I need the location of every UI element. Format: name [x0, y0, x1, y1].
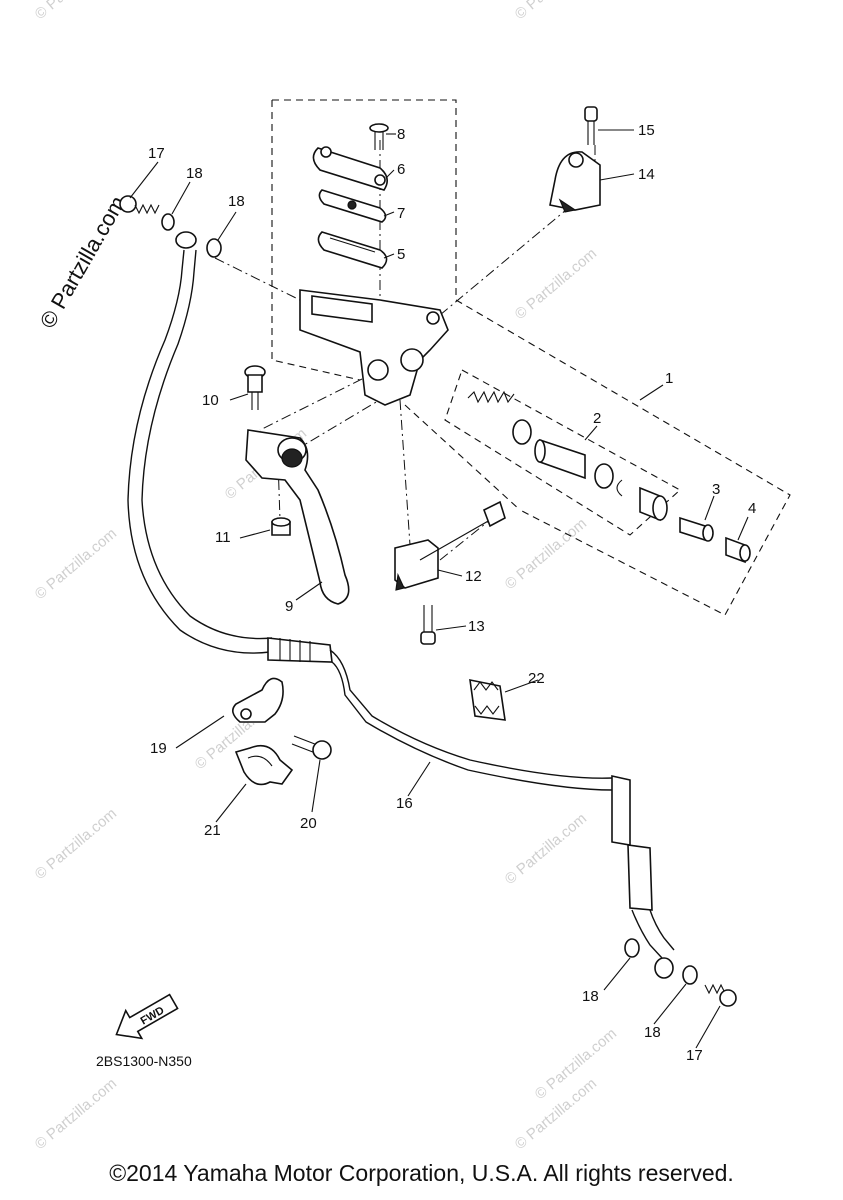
callout-4: 4	[748, 500, 756, 517]
copyright-notice: ©2014 Yamaha Motor Corporation, U.S.A. A…	[109, 1160, 734, 1186]
diagram-code: 2BS1300-N350	[96, 1053, 192, 1069]
callout-1: 1	[665, 370, 673, 387]
callout-14: 14	[638, 166, 655, 183]
part-8-screw	[369, 123, 389, 150]
callout-16: 16	[396, 795, 413, 812]
callout-19: 19	[150, 740, 167, 757]
part-1-master-cylinder	[299, 289, 449, 406]
watermark: © Partzilla.com	[512, 245, 600, 323]
part-11-nut	[271, 517, 291, 536]
part-22-clip	[469, 678, 506, 721]
callout-18-bottom-b: 18	[644, 1024, 661, 1041]
callout-22: 22	[528, 670, 545, 687]
callout-7: 7	[397, 205, 405, 222]
part-13-screw	[420, 605, 436, 645]
part-17-banjo-bolt-bottom	[704, 983, 737, 1007]
part-20-bolt	[291, 735, 332, 760]
part-18-washer-top	[161, 213, 222, 258]
part-19-clamp	[232, 677, 284, 723]
watermark: © Partzilla.com	[502, 810, 590, 888]
callout-3: 3	[712, 481, 720, 498]
watermark-main: © Partzilla.com	[35, 192, 131, 333]
callout-leaders	[129, 129, 749, 1049]
part-4-boot	[725, 536, 751, 564]
callout-18-top-b: 18	[228, 193, 245, 210]
part-15-bolt	[584, 106, 598, 145]
part-5-diaphragm	[317, 231, 388, 269]
watermark: © Partzilla.com	[502, 515, 590, 593]
watermark: © Partzilla.com	[32, 805, 120, 883]
part-3-push-rod	[679, 516, 714, 542]
callout-21: 21	[204, 822, 221, 839]
callout-18-bottom-a: 18	[582, 988, 599, 1005]
part-7-plate	[318, 189, 387, 223]
callout-20: 20	[300, 815, 317, 832]
watermark: © Partzilla.com	[32, 525, 120, 603]
callout-15: 15	[638, 122, 655, 139]
callout-9: 9	[285, 598, 293, 615]
callout-12: 12	[465, 568, 482, 585]
part-9-lever	[245, 429, 350, 605]
part-12-switch	[394, 500, 506, 591]
part-14-clamp	[549, 151, 601, 213]
callout-17-bottom: 17	[686, 1047, 703, 1064]
callout-2: 2	[593, 410, 601, 427]
callout-labels: 8 6 7 5 15 14 1 2 3 4 17 18 18 10 11 9 1…	[148, 122, 756, 1064]
part-17-banjo-bolt-top	[119, 195, 160, 215]
callout-5: 5	[397, 246, 405, 263]
callout-18-top-a: 18	[186, 165, 203, 182]
fwd-arrow: FWD	[115, 993, 179, 1040]
watermark: © Partzilla.com	[32, 1075, 120, 1153]
watermark: © Partzilla.com	[512, 0, 600, 23]
part-10-pivot-bolt	[244, 365, 266, 410]
assembly-outlines	[271, 99, 791, 616]
callout-6: 6	[397, 161, 405, 178]
part-6-cap	[312, 146, 388, 191]
fwd-label: FWD	[139, 1004, 167, 1027]
part-21-holder	[234, 744, 294, 786]
callout-10: 10	[202, 392, 219, 409]
watermark: © Partzilla.com	[32, 0, 120, 23]
part-16-hose	[127, 231, 675, 979]
callout-17-top: 17	[148, 145, 165, 162]
callout-8: 8	[397, 126, 405, 143]
part-18-washer-bottom	[624, 938, 698, 985]
part-2-piston-kit	[467, 390, 668, 522]
callout-13: 13	[468, 618, 485, 635]
callout-11: 11	[215, 529, 231, 546]
